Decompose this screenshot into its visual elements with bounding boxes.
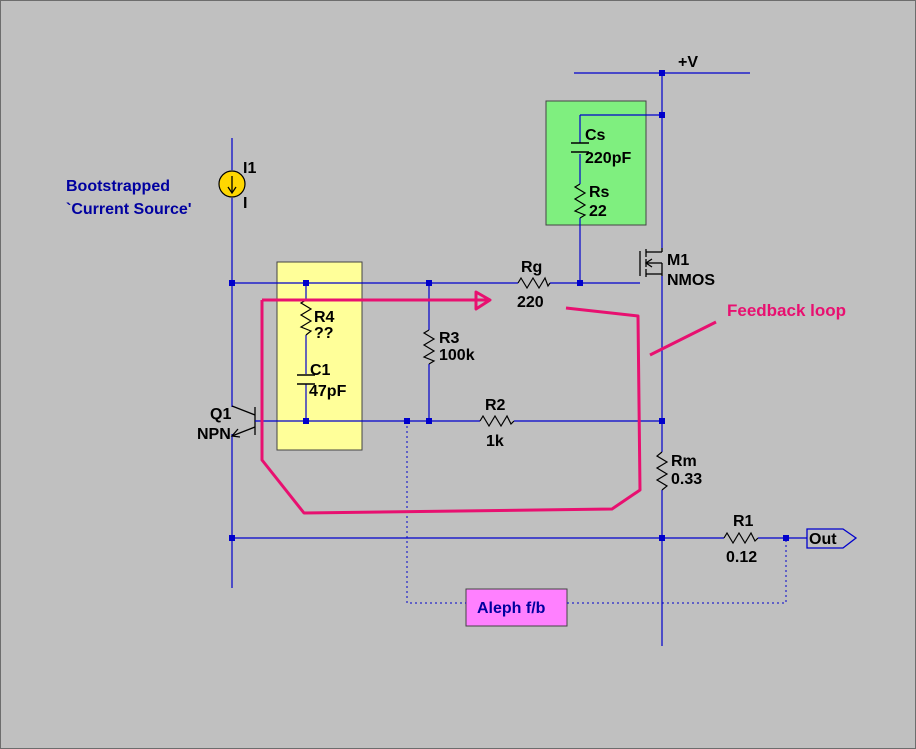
- current-source-icon: [218, 170, 246, 198]
- highlight-box-cs-rs: [545, 100, 647, 226]
- r3-ref: R3: [439, 330, 460, 347]
- rg-ref: Rg: [521, 259, 542, 276]
- c1-value: 47pF: [309, 383, 347, 400]
- c1-ref: C1: [310, 362, 331, 379]
- aleph-fb-box: [465, 588, 568, 627]
- r1-value: 0.12: [726, 549, 757, 566]
- i1-value: I: [243, 195, 247, 212]
- r3-value: 100k: [439, 347, 475, 364]
- rg-value: 220: [517, 294, 544, 311]
- aleph-fb-label: Aleph f/b: [477, 600, 546, 617]
- cs-value: 220pF: [585, 150, 631, 167]
- highlight-box-r4-c1: [276, 261, 363, 451]
- r2-value: 1k: [486, 433, 504, 450]
- feedback-loop-label: Feedback loop: [727, 301, 846, 320]
- note-line-2: `Current Source': [66, 201, 192, 218]
- rm-ref: Rm: [671, 453, 697, 470]
- out-label: Out: [809, 531, 837, 548]
- aleph-path-left: [406, 421, 466, 604]
- rs-ref: Rs: [589, 184, 610, 201]
- supply-label: +V: [678, 54, 698, 71]
- i1-ref: I1: [243, 160, 256, 177]
- rs-value: 22: [589, 203, 607, 220]
- r4-value: ??: [314, 325, 334, 342]
- note-line-1: Bootstrapped: [66, 178, 170, 195]
- npn-transistor-icon: [230, 405, 258, 438]
- m1-value: NMOS: [667, 272, 715, 289]
- out-port-icon: [806, 528, 858, 549]
- rs-resistor: [573, 183, 587, 219]
- rm-resistor: [655, 451, 669, 491]
- aleph-path-right: [567, 538, 787, 604]
- nmos-transistor-icon: [639, 248, 663, 277]
- r1-resistor: [723, 531, 759, 545]
- r2-ref: R2: [485, 397, 506, 414]
- q1-value: NPN: [197, 426, 231, 443]
- m1-ref: M1: [667, 252, 689, 269]
- rm-value: 0.33: [671, 471, 702, 488]
- rg-resistor: [517, 276, 551, 290]
- feedback-loop-path: [260, 290, 642, 515]
- wires: [231, 72, 807, 646]
- r1-ref: R1: [733, 513, 754, 530]
- r4-resistor: [299, 299, 313, 336]
- feedback-pointer-line: [649, 320, 717, 357]
- junction-dots: [229, 70, 789, 541]
- r2-resistor: [479, 414, 515, 428]
- cs-ref: Cs: [585, 127, 606, 144]
- r4-ref: R4: [314, 309, 335, 326]
- q1-ref: Q1: [210, 406, 231, 423]
- r3-resistor: [422, 329, 436, 365]
